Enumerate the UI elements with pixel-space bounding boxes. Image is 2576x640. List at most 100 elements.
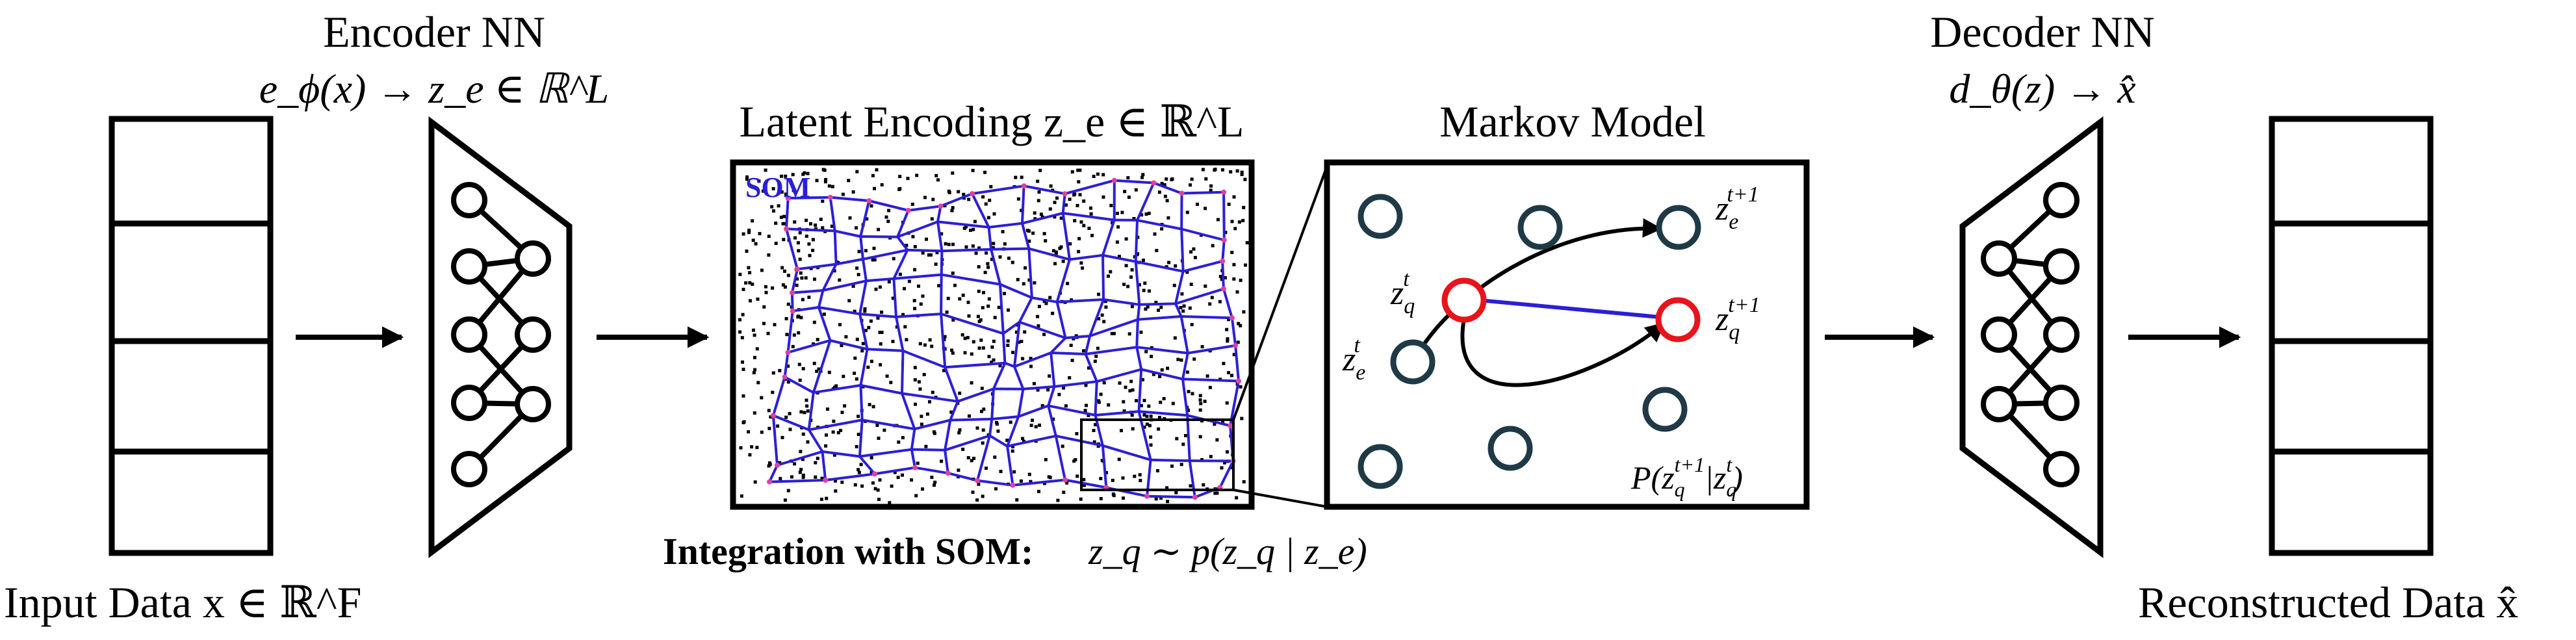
latent-point [753, 356, 756, 359]
som-grid-edge [860, 385, 862, 420]
latent-point [1129, 380, 1133, 383]
latent-point [1038, 424, 1041, 427]
latent-point [857, 415, 860, 418]
markov-node-ze-t1 [1659, 208, 1698, 247]
latent-point [1213, 492, 1217, 495]
latent-point [741, 336, 744, 339]
latent-point [855, 226, 858, 229]
latent-point [792, 345, 795, 348]
latent-point [913, 307, 916, 310]
latent-point [944, 242, 947, 246]
latent-point [1236, 290, 1239, 294]
latent-point [947, 297, 950, 300]
latent-point [898, 175, 901, 178]
latent-point [951, 206, 955, 209]
latent-point [762, 305, 766, 309]
latent-point [870, 360, 873, 363]
latent-point [793, 333, 796, 337]
latent-point [740, 494, 743, 498]
latent-point [1166, 216, 1170, 220]
latent-point [947, 190, 951, 193]
latent-point [877, 437, 881, 440]
som-grid-edge [1182, 192, 1224, 194]
latent-point [824, 444, 827, 448]
latent-point [802, 474, 805, 477]
latent-point [1036, 315, 1039, 318]
latent-point [1127, 196, 1131, 199]
latent-point [972, 457, 975, 460]
markov-title: Markov Model [1439, 97, 1706, 146]
latent-point [882, 429, 886, 432]
latent-point [1060, 246, 1063, 249]
latent-point [916, 462, 920, 465]
latent-point [976, 426, 979, 429]
latent-point [842, 193, 845, 196]
som-grid-edge [835, 231, 836, 264]
latent-point [779, 477, 782, 480]
latent-point [795, 284, 799, 287]
latent-point [988, 298, 991, 301]
encoder-formula: e_ϕ(x) → z_e ∈ ℝ^L [259, 66, 610, 112]
latent-point [1033, 382, 1036, 385]
markov-node [1361, 447, 1400, 486]
latent-point [946, 311, 949, 314]
latent-point [957, 190, 960, 194]
latent-point [787, 303, 790, 306]
reconstructed-data-label: Reconstructed Data x̂ [2138, 578, 2518, 627]
som-node [866, 198, 871, 203]
latent-point [1211, 296, 1214, 299]
latent-point [930, 345, 933, 348]
latent-point [788, 412, 792, 415]
latent-point [1055, 196, 1059, 199]
latent-point [1233, 227, 1237, 230]
latent-point [1158, 190, 1161, 194]
som-node [906, 208, 911, 213]
som-caption-bold: Integration with SOM: [663, 530, 1033, 572]
latent-point [1214, 168, 1217, 171]
latent-point [825, 497, 828, 500]
latent-point [1062, 260, 1065, 263]
latent-point [1199, 398, 1202, 402]
som-grid-edge [1003, 333, 1005, 363]
som-grid-edge [942, 250, 991, 251]
som-caption-math: z_q ∼ p(z_q | z_e) [1088, 530, 1367, 572]
latent-point [1139, 331, 1142, 334]
latent-point [785, 333, 788, 336]
latent-point [1243, 480, 1246, 483]
som-grid-edge [907, 250, 942, 251]
latent-point [1150, 443, 1153, 446]
latent-point [839, 429, 842, 432]
latent-point [1196, 203, 1199, 206]
latent-point [753, 333, 756, 337]
latent-point [966, 336, 970, 339]
latent-point [911, 203, 914, 206]
latent-point [872, 405, 875, 408]
latent-point [1239, 385, 1243, 389]
latent-point [742, 288, 745, 291]
som-grid-edge [1138, 305, 1139, 320]
latent-point [1116, 240, 1119, 244]
latent-point [799, 379, 802, 382]
latent-point [1161, 368, 1164, 372]
latent-point [755, 446, 758, 449]
latent-point [1180, 292, 1183, 296]
latent-point [1075, 474, 1079, 478]
latent-point [821, 226, 824, 229]
som-node [790, 290, 795, 296]
latent-point [951, 243, 955, 246]
latent-point [780, 216, 783, 219]
latent-point [873, 258, 877, 261]
latent-point [760, 396, 763, 400]
latent-point [981, 387, 984, 390]
latent-point [898, 187, 901, 190]
latent-point [789, 428, 792, 431]
latent-point [1118, 458, 1121, 461]
latent-point [1082, 199, 1085, 203]
latent-point [910, 478, 913, 481]
latent-point [1079, 193, 1082, 196]
latent-point [1056, 499, 1059, 502]
latent-point [857, 273, 860, 276]
latent-point [973, 220, 977, 224]
latent-point [1048, 475, 1051, 478]
